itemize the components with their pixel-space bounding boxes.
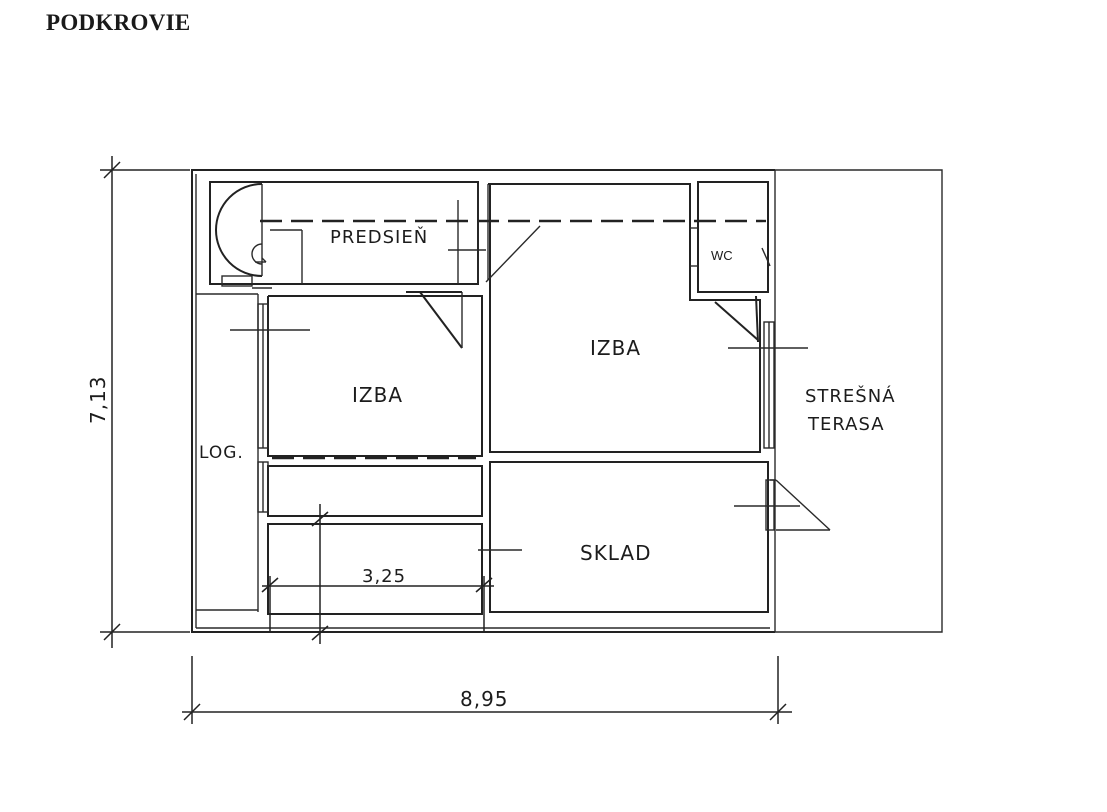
label-sklad: SKLAD: [580, 541, 652, 565]
page-title: PODKROVIE: [46, 10, 191, 35]
label-wc: WC: [711, 248, 733, 263]
label-loggia: LOG.: [199, 443, 244, 463]
label-dim-width: 8,95: [460, 687, 509, 711]
door-hall-izba: [448, 225, 541, 283]
label-terrace-line1: STREŠNÁ: [805, 385, 896, 407]
door-wc: [714, 295, 759, 343]
door-left-izba: [406, 291, 463, 349]
label-terrace-line2: TERASA: [807, 414, 885, 435]
dimension-height: [100, 156, 190, 648]
loggia: [196, 293, 259, 612]
lower-left-storage: [257, 461, 483, 615]
label-dim-height: 7,13: [86, 375, 110, 424]
dimension-width: [182, 656, 792, 724]
spiral-stair: [215, 183, 267, 287]
room-wc: [690, 181, 771, 293]
dimension-inner: [261, 504, 494, 644]
window-right-izba: [728, 321, 808, 449]
room-sklad: [478, 461, 769, 613]
room-izba-right: [477, 183, 761, 453]
door-sklad-terrace: [734, 479, 831, 531]
label-predsien: PREDSIEŇ: [330, 226, 428, 248]
label-dim-inner: 3,25: [362, 566, 406, 587]
label-izba-left: IZBA: [352, 383, 403, 407]
label-izba-right: IZBA: [590, 336, 641, 360]
